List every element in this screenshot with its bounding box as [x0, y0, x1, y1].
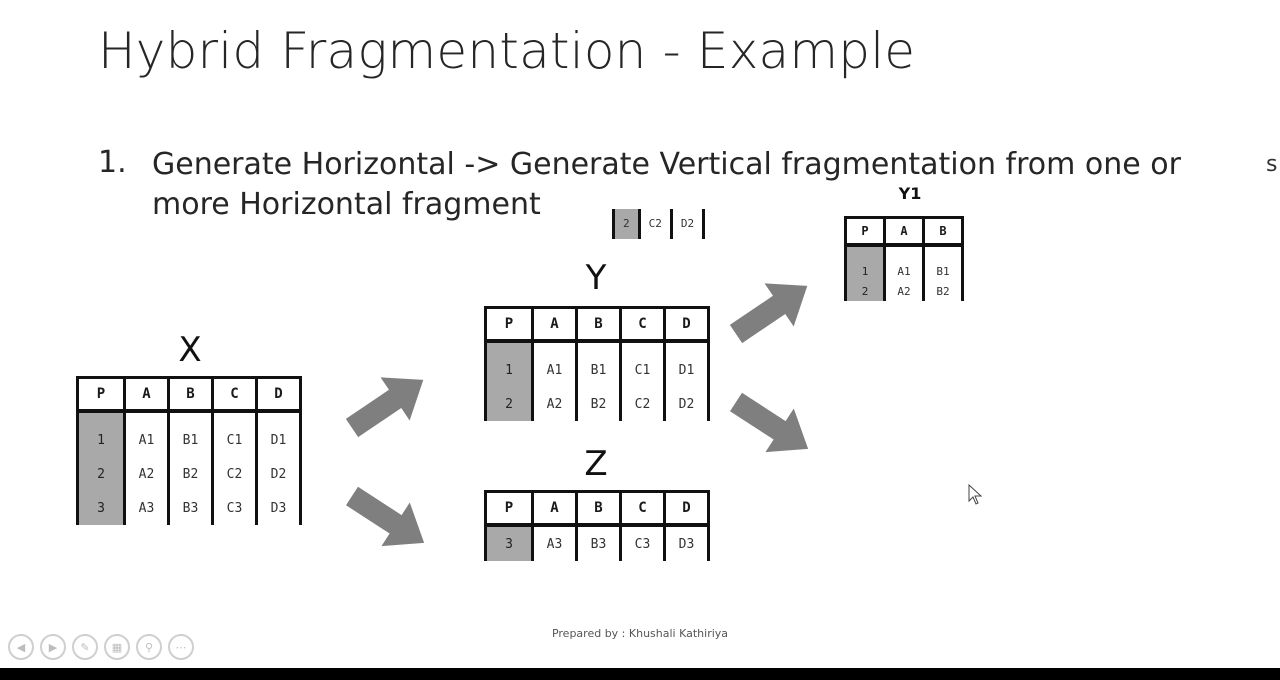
table-z: P A B C D 3 A3 B3 C3 D3 [484, 490, 710, 561]
table-cell: D2 [663, 387, 710, 421]
table-cell: 2 [484, 387, 534, 421]
mouse-pointer-icon [968, 484, 983, 505]
table-row: 1 A1 B1 [844, 245, 964, 281]
fragment-strip: 2 C2 D2 [612, 206, 706, 242]
table-cell: B1 [922, 245, 964, 281]
fragment-cell: C2 [641, 209, 673, 239]
column-header: C [619, 306, 666, 343]
table-cell: B2 [922, 281, 964, 301]
arrow-y-to-y1 [721, 264, 822, 356]
column-header: B [922, 216, 964, 247]
table-cell: A1 [123, 411, 170, 457]
arrow-x-to-y [337, 358, 438, 450]
table-x-name: X [178, 330, 202, 370]
table-cell: D1 [255, 411, 302, 457]
table-cell: A3 [123, 491, 170, 525]
arrow-right-icon[interactable]: ▶ [40, 634, 66, 660]
table-cell: B1 [167, 411, 214, 457]
column-header: P [76, 376, 126, 413]
table-cell: B3 [167, 491, 214, 525]
table-cell: C1 [619, 341, 666, 387]
column-header: D [663, 490, 710, 527]
table-cell: B3 [575, 525, 622, 561]
column-header: B [167, 376, 214, 413]
table-row: 3 A3 B3 C3 D3 [484, 525, 710, 561]
table-row: 3 A3 B3 C3 D3 [76, 491, 302, 525]
footer-credit: Prepared by : Khushali Kathiriya [551, 627, 729, 640]
column-header: A [531, 306, 578, 343]
table-y-name: Y [585, 258, 607, 298]
table-cell: C3 [619, 525, 666, 561]
fragment-cell: 2 [612, 209, 641, 239]
bottom-bar [0, 668, 1280, 680]
column-header: A [883, 216, 925, 247]
column-header: B [575, 306, 622, 343]
table-x: P A B C D 1 A1 B1 C1 D1 2 A2 B2 C2 D2 3 … [76, 376, 302, 525]
edge-glyph: s [1266, 152, 1278, 177]
table-cell: A1 [883, 245, 925, 281]
table-cell: D2 [255, 457, 302, 491]
column-header: C [619, 490, 666, 527]
table-cell: 3 [484, 525, 534, 561]
table-cell: A2 [123, 457, 170, 491]
table-row: 2 A2 B2 C2 D2 [76, 457, 302, 491]
table-cell: C3 [211, 491, 258, 525]
more-icon[interactable]: ⋯ [168, 634, 194, 660]
slides-icon[interactable]: ▦ [104, 634, 130, 660]
table-cell: D3 [663, 525, 710, 561]
column-header: D [255, 376, 302, 413]
table-cell: D1 [663, 341, 710, 387]
table-row: 2 A2 B2 C2 D2 [484, 387, 710, 421]
table-y1-name: Y1 [898, 184, 922, 203]
column-header: C [211, 376, 258, 413]
table-cell: A2 [883, 281, 925, 301]
arrow-left-icon[interactable]: ◀ [8, 634, 34, 660]
table-cell: C1 [211, 411, 258, 457]
table-cell: A3 [531, 525, 578, 561]
zoom-icon[interactable]: ⚲ [136, 634, 162, 660]
table-cell: D3 [255, 491, 302, 525]
column-header: B [575, 490, 622, 527]
table-cell: B1 [575, 341, 622, 387]
table-z-name: Z [584, 444, 608, 484]
table-y1: P A B 1 A1 B1 2 A2 B2 [844, 216, 964, 301]
table-cell: 1 [844, 245, 886, 281]
arrow-y-to-right [721, 380, 823, 471]
table-y: P A B C D 1 A1 B1 C1 D1 2 A2 B2 C2 D2 [484, 306, 710, 421]
arrow-x-to-z [337, 474, 439, 565]
column-header: P [484, 490, 534, 527]
table-row: 1 A1 B1 C1 D1 [76, 411, 302, 457]
column-header: P [484, 306, 534, 343]
table-cell: C2 [211, 457, 258, 491]
table-row: 1 A1 B1 C1 D1 [484, 341, 710, 387]
bullet-text: Generate Horizontal -> Generate Vertical… [152, 147, 1181, 222]
table-cell: 1 [484, 341, 534, 387]
fragment-cell: D2 [673, 209, 706, 239]
column-header: D [663, 306, 710, 343]
slide-title: Hybrid Fragmentation - Example [98, 22, 916, 80]
column-header: A [531, 490, 578, 527]
table-cell: 3 [76, 491, 126, 525]
pen-icon[interactable]: ✎ [72, 634, 98, 660]
table-cell: A2 [531, 387, 578, 421]
table-cell: C2 [619, 387, 666, 421]
table-cell: A1 [531, 341, 578, 387]
column-header: P [844, 216, 886, 247]
bullet-number: 1. [98, 145, 127, 180]
column-header: A [123, 376, 170, 413]
table-cell: 2 [844, 281, 886, 301]
table-row: 2 A2 B2 [844, 281, 964, 301]
table-cell: B2 [575, 387, 622, 421]
slide-nav-controls: ◀ ▶ ✎ ▦ ⚲ ⋯ [8, 634, 194, 660]
table-cell: B2 [167, 457, 214, 491]
table-cell: 2 [76, 457, 126, 491]
table-cell: 1 [76, 411, 126, 457]
